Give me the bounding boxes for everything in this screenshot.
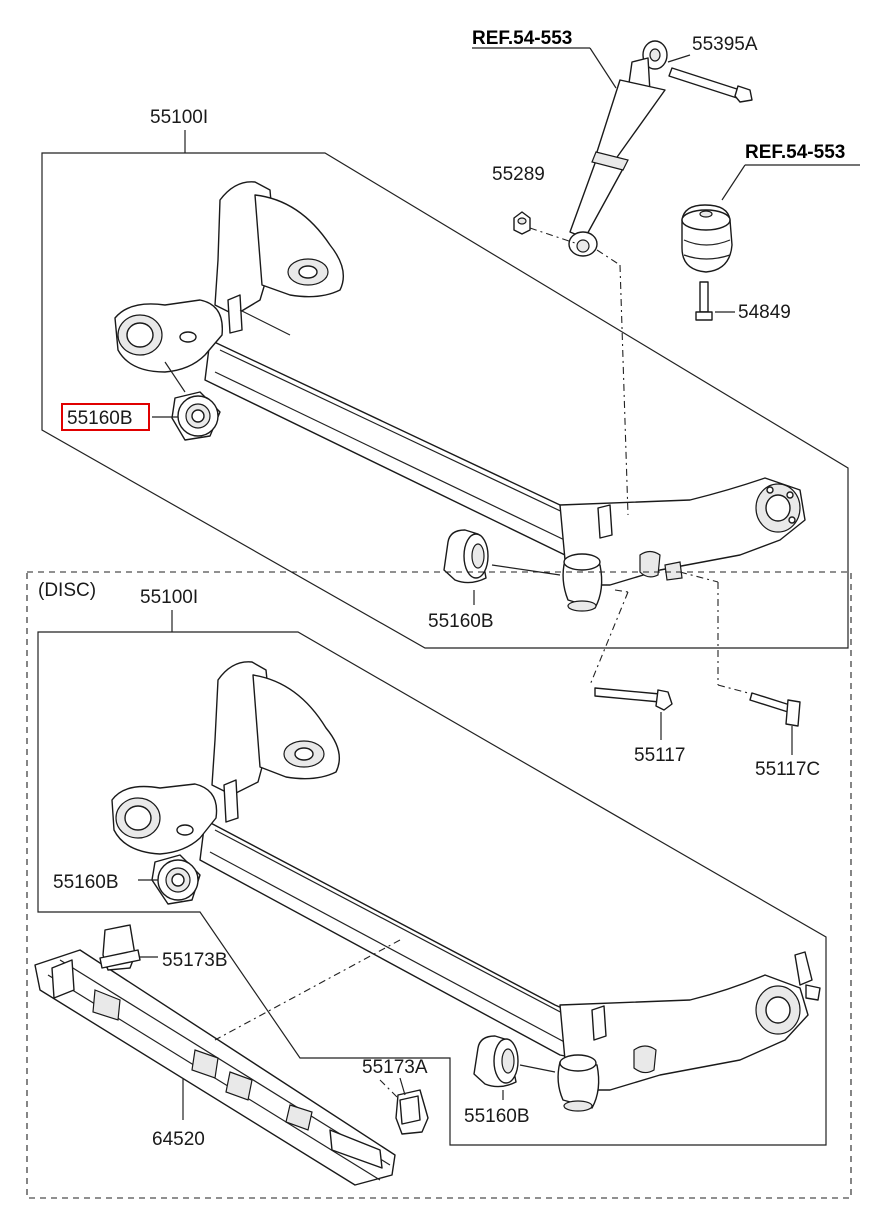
axle-protector-64520[interactable]	[34, 949, 396, 1186]
shock-absorber[interactable]	[568, 40, 668, 257]
lower-assembly-frame	[37, 631, 827, 1146]
upper-leader-lines	[152, 47, 860, 755]
part-label-55395a[interactable]: 55395A	[692, 34, 758, 55]
bracket-55173a[interactable]	[395, 1089, 429, 1135]
part-label-55100i-lower[interactable]: 55100I	[140, 587, 198, 608]
lower-torsion-axle[interactable]	[111, 661, 821, 1112]
nut-55289[interactable]	[513, 211, 531, 235]
part-label-55160b-lower-left[interactable]: 55160B	[53, 872, 119, 893]
part-label-55173b[interactable]: 55173B	[162, 950, 228, 971]
part-label-55160b-highlighted[interactable]: 55160B	[67, 408, 133, 429]
part-label-64520[interactable]: 64520	[152, 1129, 205, 1150]
upper-torsion-axle[interactable]	[114, 181, 806, 612]
part-label-55117c[interactable]: 55117C	[755, 759, 820, 780]
disc-section-title: (DISC)	[38, 580, 96, 601]
upper-dashed-lines	[529, 227, 753, 695]
bolt-55395a[interactable]	[668, 67, 753, 103]
rubber-mount[interactable]	[681, 204, 733, 273]
bushing-55160b-upper-right[interactable]	[443, 529, 489, 584]
part-label-55160b-upper-right[interactable]: 55160B	[428, 611, 494, 632]
part-label-55100i-upper[interactable]: 55100I	[150, 107, 208, 128]
part-label-55160b-lower-right[interactable]: 55160B	[464, 1106, 530, 1127]
lower-leader-lines	[138, 879, 556, 1120]
lower-dashed-lines	[214, 939, 401, 1099]
part-label-55173a[interactable]: 55173A	[362, 1057, 428, 1078]
bushing-55160b-lower-left[interactable]	[151, 854, 201, 905]
bolt-55117c[interactable]	[749, 692, 801, 727]
bushing-55160b-upper-left[interactable]	[171, 391, 221, 441]
part-label-55289[interactable]: 55289	[492, 164, 545, 185]
disc-section-frame	[26, 571, 852, 1199]
highlight-box	[61, 403, 150, 431]
part-label-54849[interactable]: 54849	[738, 302, 791, 323]
bushing-55160b-lower-right[interactable]	[473, 1035, 519, 1088]
ref-label-mount[interactable]: REF.54-553	[745, 142, 845, 163]
upper-assembly-frame	[41, 152, 849, 649]
bolt-54849[interactable]	[695, 281, 713, 321]
ref-label-shock[interactable]: REF.54-553	[472, 28, 572, 49]
part-label-55117[interactable]: 55117	[634, 745, 685, 766]
bolt-55117[interactable]	[594, 687, 673, 711]
bracket-55173b[interactable]	[99, 924, 141, 971]
